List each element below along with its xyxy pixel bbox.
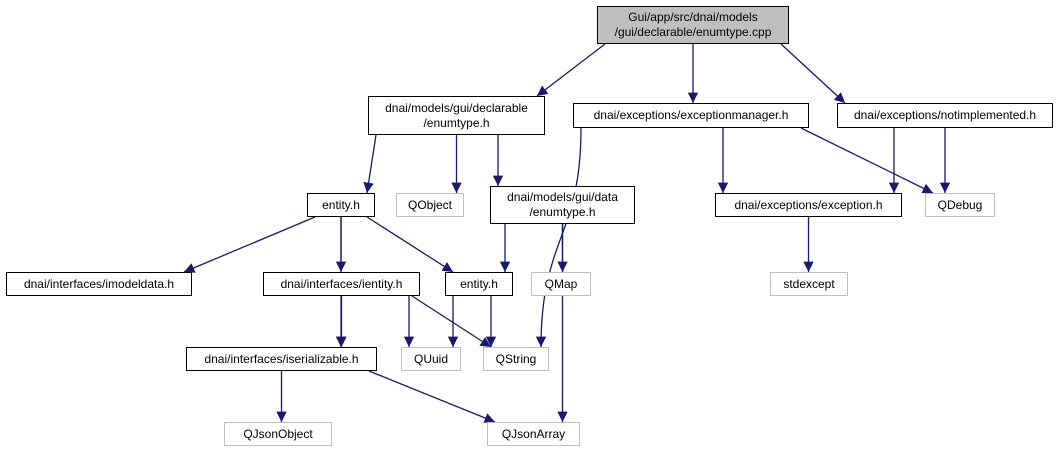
node-imodeldata[interactable]: dnai/interfaces/imodeldata.h xyxy=(6,272,192,296)
node-stdexcept[interactable]: stdexcept xyxy=(770,272,848,296)
node-iserializable[interactable]: dnai/interfaces/iserializable.h xyxy=(186,347,377,371)
node-ientity[interactable]: dnai/interfaces/ientity.h xyxy=(263,272,420,296)
node-label-line: dnai/interfaces/ientity.h xyxy=(280,276,403,291)
node-label-line: dnai/exceptions/notimplemented.h xyxy=(853,108,1037,122)
node-root[interactable]: Gui/app/src/dnai/models/gui/declarable/e… xyxy=(597,6,789,44)
node-label-line: QString xyxy=(495,351,537,366)
node-quuid[interactable]: QUuid xyxy=(401,347,461,371)
node-label-line: stdexcept xyxy=(783,276,835,291)
node-exception[interactable]: dnai/exceptions/exception.h xyxy=(715,193,902,217)
node-label-line: entity.h xyxy=(460,276,498,291)
edge-root-to-notimplemented xyxy=(780,43,846,104)
node-label-line: dnai/models/gui/declarable xyxy=(385,100,528,115)
edge-entity-decl-to-imodeldata xyxy=(183,216,316,273)
node-label-line: /enumtype.h xyxy=(529,205,596,219)
node-label-line: QUuid xyxy=(413,351,448,366)
node-label-line: QJsonArray xyxy=(501,426,566,441)
node-label-line: /gui/declarable/enumtype.cpp xyxy=(614,25,772,39)
node-exceptionmanager[interactable]: dnai/exceptions/exceptionmanager.h xyxy=(573,103,809,128)
node-entity-decl[interactable]: entity.h xyxy=(307,193,375,217)
node-decl-enumtype[interactable]: dnai/models/gui/declarable/enumtype.h xyxy=(368,96,545,135)
edge-exceptionmanager-to-qdebug xyxy=(800,127,934,194)
node-label-line: QJsonObject xyxy=(243,426,313,441)
node-label-line: entity.h xyxy=(322,197,360,212)
node-label-line: dnai/interfaces/iserializable.h xyxy=(204,351,359,366)
node-qjsonobject[interactable]: QJsonObject xyxy=(224,422,332,446)
node-label-line: QDebug xyxy=(937,197,983,212)
edge-ientity-to-qstring xyxy=(411,295,492,348)
edge-entity-decl-to-entity-data xyxy=(366,216,454,273)
node-qmap[interactable]: QMap xyxy=(531,272,591,296)
node-qdebug[interactable]: QDebug xyxy=(925,193,995,217)
node-label-line: dnai/models/gui/data xyxy=(507,190,618,204)
node-qobject[interactable]: QObject xyxy=(396,193,464,217)
node-entity-data[interactable]: entity.h xyxy=(445,272,513,296)
node-data-enumtype[interactable]: dnai/models/gui/data/enumtype.h xyxy=(490,186,635,224)
node-notimplemented[interactable]: dnai/exceptions/notimplemented.h xyxy=(837,103,1053,128)
node-label-line: /enumtype.h xyxy=(423,115,490,130)
node-qstring[interactable]: QString xyxy=(483,347,549,371)
node-label-line: dnai/exceptions/exception.h xyxy=(734,197,883,212)
node-label-line: Gui/app/src/dnai/models xyxy=(628,10,758,24)
node-label-line: QObject xyxy=(407,197,452,212)
node-label-line: QMap xyxy=(544,276,578,291)
edge-exceptionmanager-to-qstring xyxy=(535,127,582,348)
edge-decl-enumtype-to-entity-decl xyxy=(363,134,377,194)
node-label-line: dnai/interfaces/imodeldata.h xyxy=(23,276,175,291)
node-qjsonarray[interactable]: QJsonArray xyxy=(487,422,580,446)
edge-iserializable-to-qjsonarray xyxy=(368,370,496,423)
node-label-line: dnai/exceptions/exceptionmanager.h xyxy=(593,108,789,122)
edge-root-to-decl-enumtype xyxy=(536,43,606,97)
